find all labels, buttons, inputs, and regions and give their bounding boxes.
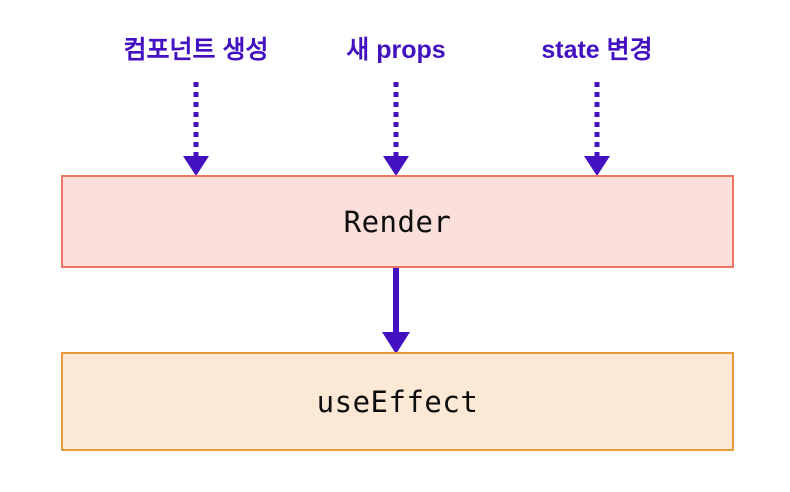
trigger-label-new-props: 새 props [346, 36, 446, 64]
stage-box-useeffect: useEffect [61, 352, 734, 451]
dotted-down-arrow-icon-new-props [383, 82, 409, 176]
arrow-head [584, 156, 610, 176]
dotted-down-arrow-icon-component-create [183, 82, 209, 176]
arrow-head [183, 156, 209, 176]
solid-down-arrow-icon-render-to-useeffect [382, 268, 410, 354]
stage-label-useeffect: useEffect [316, 384, 479, 419]
arrow-stem [594, 82, 600, 156]
arrow-head [383, 156, 409, 176]
stage-label-render: Render [343, 204, 452, 239]
stage-box-render: Render [61, 175, 734, 268]
arrow-stem [393, 82, 399, 156]
dotted-down-arrow-icon-state-change [584, 82, 610, 176]
arrow-stem [393, 268, 399, 336]
trigger-label-component-create: 컴포넌트 생성 [123, 36, 269, 64]
arrow-stem [193, 82, 199, 156]
trigger-label-state-change: state 변경 [541, 36, 653, 64]
arrow-head [382, 332, 410, 354]
